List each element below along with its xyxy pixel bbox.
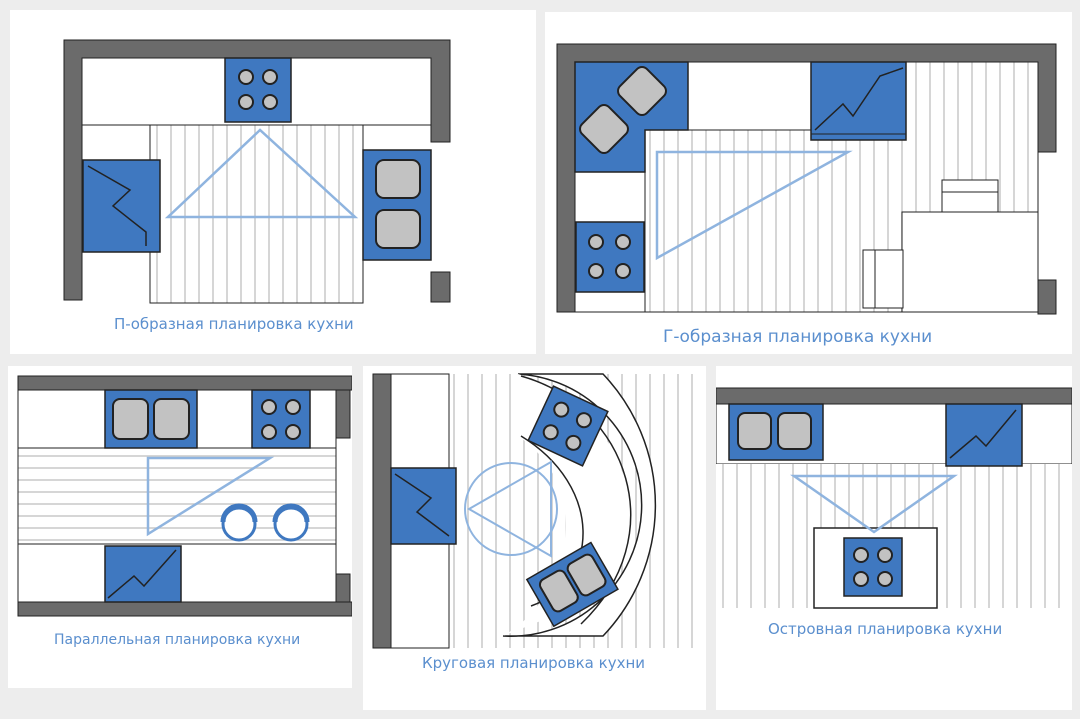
stove-icon (224, 57, 292, 123)
sink-icon (728, 403, 824, 461)
l-shaped-plan (556, 43, 1057, 315)
caption-island: Островная планировка кухни (768, 620, 1003, 638)
top-wall (716, 387, 1072, 405)
stove-icon (251, 389, 311, 449)
top-wall (17, 375, 352, 391)
sink-icon (525, 541, 619, 628)
wall-stub (1037, 279, 1057, 315)
stove-icon (843, 537, 903, 597)
stove-icon (527, 385, 609, 467)
work-triangle (655, 150, 853, 261)
island-plan (716, 387, 1072, 609)
refrigerator-icon (82, 159, 161, 253)
right-wall-bottom (335, 573, 351, 603)
stove-icon (575, 221, 645, 293)
dining-table (901, 211, 1039, 313)
work-triangle (466, 460, 552, 558)
parallel-plan (17, 375, 352, 617)
sink-icon (104, 389, 198, 449)
caption-parallel: Параллельная планировка кухни (54, 632, 301, 648)
stool-icon (941, 179, 999, 213)
circular-plan (372, 373, 698, 649)
work-triangle (164, 128, 359, 219)
circular-counter (502, 373, 657, 637)
bottom-wall (17, 601, 352, 617)
panel-u-shaped-kitchen: П-образная планировка кухни (10, 10, 536, 354)
dining-chair-icon (862, 249, 904, 309)
refrigerator-icon (945, 403, 1023, 467)
panel-parallel-kitchen: Параллельная планировка кухни (8, 366, 352, 688)
floor (149, 124, 364, 304)
left-wall (372, 373, 392, 649)
refrigerator-icon (390, 467, 457, 545)
panel-circular-kitchen: Круговая планировка кухни (363, 366, 706, 710)
caption-l-shaped: Г-образная планировка кухни (663, 327, 933, 347)
sink-icon (362, 149, 432, 261)
wall (63, 39, 451, 301)
refrigerator-icon (104, 545, 182, 603)
corner-cooktop-icon (574, 61, 689, 173)
work-triangle (146, 456, 275, 537)
caption-circular: Круговая планировка кухни (422, 654, 646, 672)
work-circle (464, 462, 558, 556)
dining-chair-icon (220, 503, 310, 542)
wall-stub (430, 271, 451, 303)
work-triangle (790, 474, 958, 534)
refrigerator-icon (810, 61, 907, 141)
panel-l-shaped-kitchen: Г-образная планировка кухни (545, 12, 1072, 354)
caption-u-shaped: П-образная планировка кухни (114, 315, 354, 333)
right-wall-top (335, 389, 351, 439)
panel-island-kitchen: Островная планировка кухни (716, 366, 1072, 710)
u-shaped-plan (63, 39, 451, 304)
